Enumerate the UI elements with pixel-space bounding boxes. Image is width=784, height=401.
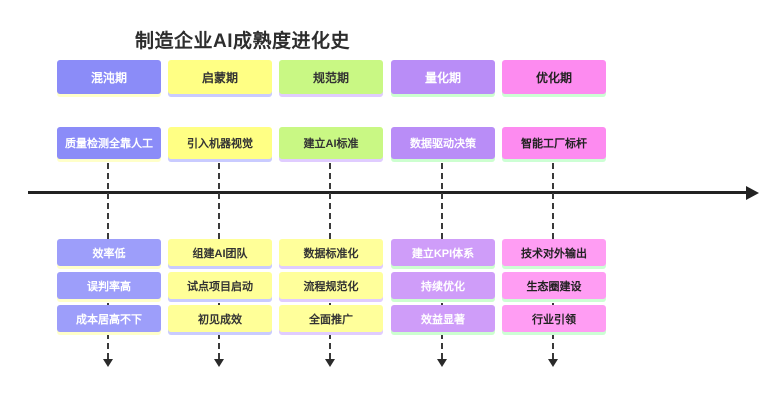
page-title: 制造企业AI成熟度进化史 [135, 31, 351, 52]
milestone-box: 数据驱动决策 [391, 127, 495, 159]
item-box: 试点项目启动 [168, 272, 272, 299]
item-box: 效益显著 [391, 305, 495, 332]
stage-column-5: 优化期 智能工厂标杆 技术对外输出 生态圈建设 行业引领 [502, 0, 606, 401]
stage-box: 规范期 [279, 60, 383, 94]
timeline-arrowhead-icon [746, 185, 759, 200]
stage-box: 混沌期 [57, 60, 161, 94]
down-arrow-icon [103, 359, 113, 367]
down-arrow-icon [214, 359, 224, 367]
item-box: 行业引领 [502, 305, 606, 332]
item-box: 初见成效 [168, 305, 272, 332]
item-box: 全面推广 [279, 305, 383, 332]
stage-column-1: 混沌期 质量检测全靠人工 效率低 误判率高 成本居高不下 [57, 0, 161, 401]
item-box: 流程规范化 [279, 272, 383, 299]
down-arrow-icon [548, 359, 558, 367]
milestone-box: 智能工厂标杆 [502, 127, 606, 159]
stage-box: 优化期 [502, 60, 606, 94]
stage-column-3: 规范期 建立AI标准 数据标准化 流程规范化 全面推广 [279, 0, 383, 401]
down-arrow-icon [325, 359, 335, 367]
item-box: 技术对外输出 [502, 239, 606, 266]
item-box: 持续优化 [391, 272, 495, 299]
down-arrow-icon [437, 359, 447, 367]
stage-box: 量化期 [391, 60, 495, 94]
item-box: 效率低 [57, 239, 161, 266]
stage-box: 启蒙期 [168, 60, 272, 94]
item-box: 生态圈建设 [502, 272, 606, 299]
stage-column-4: 量化期 数据驱动决策 建立KPI体系 持续优化 效益显著 [391, 0, 495, 401]
milestone-box: 引入机器视觉 [168, 127, 272, 159]
milestone-box: 建立AI标准 [279, 127, 383, 159]
stage-column-2: 启蒙期 引入机器视觉 组建AI团队 试点项目启动 初见成效 [168, 0, 272, 401]
milestone-box: 质量检测全靠人工 [57, 127, 161, 159]
timeline-axis [28, 191, 748, 194]
item-box: 建立KPI体系 [391, 239, 495, 266]
item-box: 误判率高 [57, 272, 161, 299]
item-box: 成本居高不下 [57, 305, 161, 332]
item-box: 组建AI团队 [168, 239, 272, 266]
item-box: 数据标准化 [279, 239, 383, 266]
